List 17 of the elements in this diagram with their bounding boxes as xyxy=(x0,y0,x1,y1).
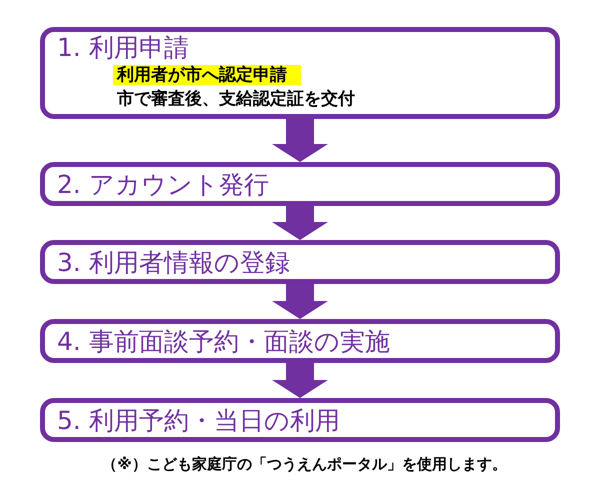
step-title: 4. 事前面談予約・面談の実施 xyxy=(57,328,390,356)
down-arrow xyxy=(272,363,328,398)
step-box xyxy=(40,240,560,284)
highlighted-text: 利用者が市へ認定申請 xyxy=(113,65,301,86)
step-box xyxy=(40,398,560,442)
step-title: 5. 利用予約・当日の利用 xyxy=(57,407,340,434)
step-title: 1. 利用申請 xyxy=(57,34,189,62)
step-title: 2. アカウント発行 xyxy=(57,171,269,198)
down-arrow xyxy=(272,206,328,240)
step-title: 3. 利用者情報の登録 xyxy=(57,249,290,276)
step-box xyxy=(40,162,560,206)
footnote: （※）こども家庭庁の「つうえんポータル」を使用します。 xyxy=(101,455,508,474)
step-description: 市で審査後、支給認定証を交付 xyxy=(117,89,355,110)
step-box xyxy=(40,319,560,363)
step-box xyxy=(40,27,560,119)
down-arrow xyxy=(272,119,328,162)
down-arrow xyxy=(272,284,328,319)
